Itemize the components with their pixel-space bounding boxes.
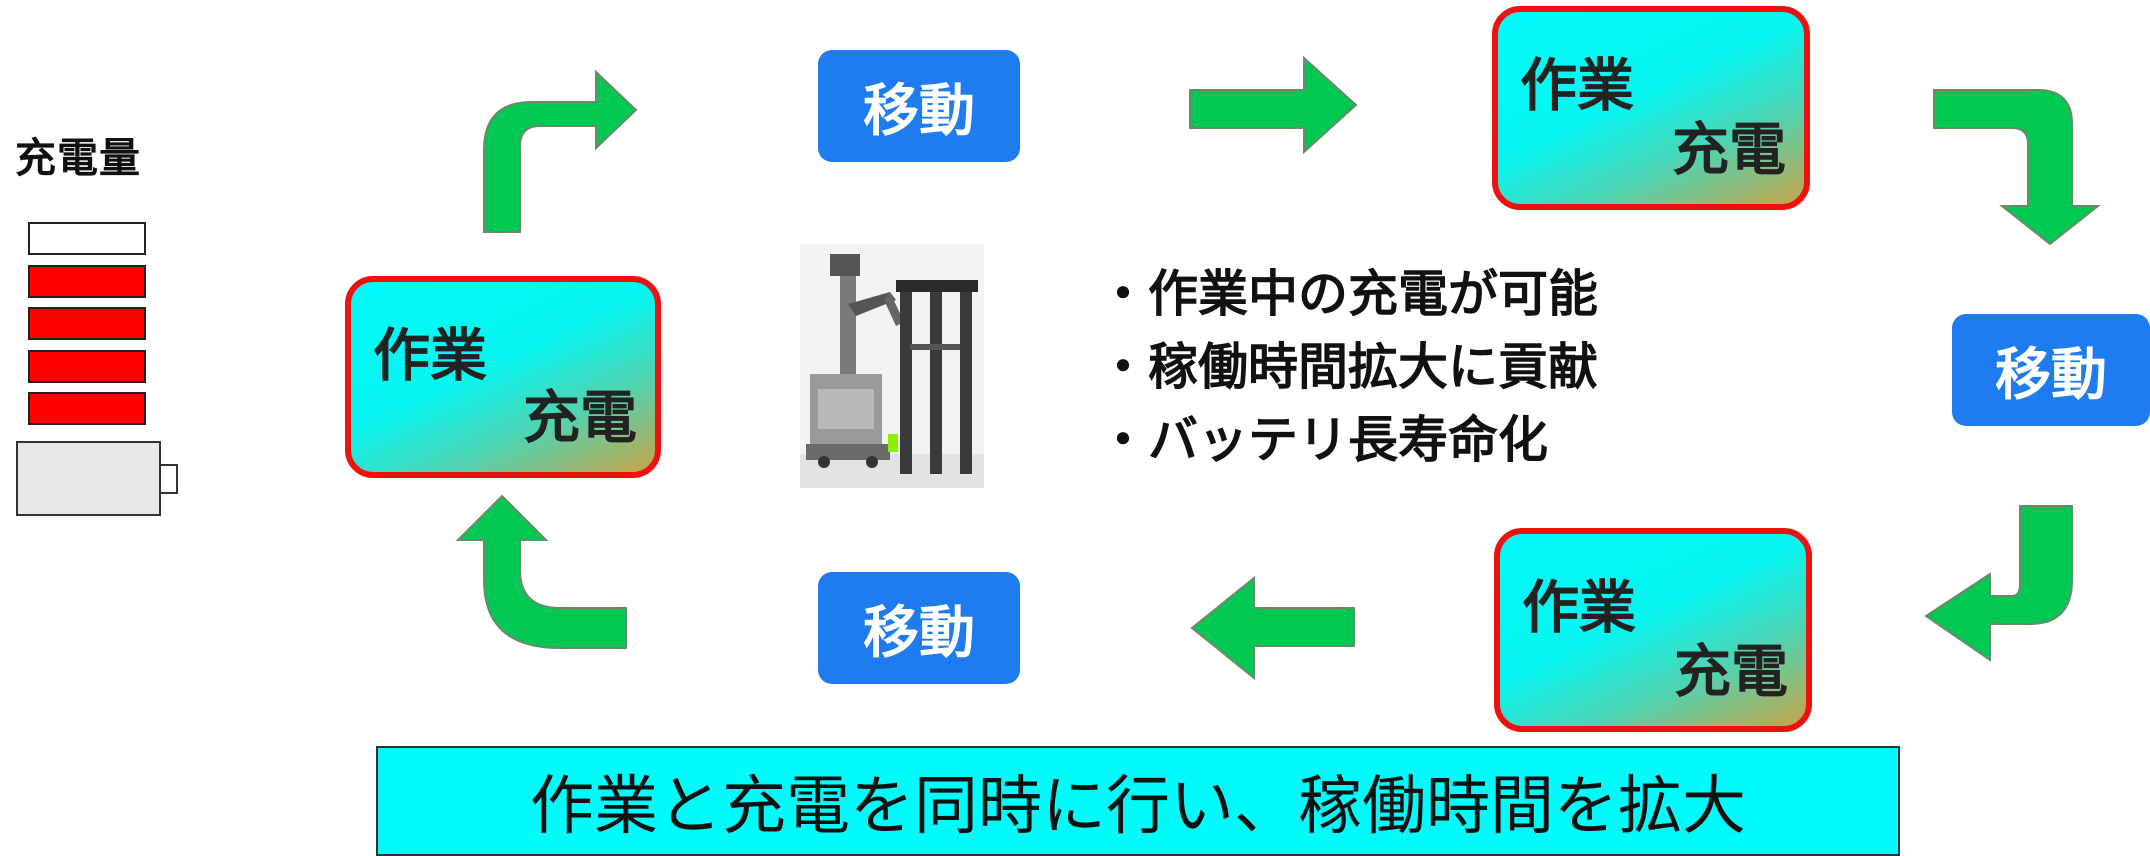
move-box-bottom: 移動 (818, 572, 1020, 684)
move-box-right: 移動 (1952, 314, 2150, 426)
summary-banner: 作業と充電を同時に行い、稼働時間を拡大 (376, 746, 1900, 856)
arrow-up-right-icon (483, 69, 638, 233)
charge-label: 充電 (1672, 117, 1786, 183)
robot-image (800, 244, 984, 488)
battery-cell-charged (28, 265, 146, 298)
move-label: 移動 (863, 78, 975, 144)
move-label: 移動 (863, 600, 975, 666)
battery-terminal (159, 464, 178, 494)
battery-cell-empty (28, 222, 146, 255)
feature-item: ・バッテリ長寿命化 (1098, 411, 1548, 469)
move-label: 移動 (1995, 342, 2107, 408)
work-charge-box-left: 作業 充電 (345, 276, 661, 478)
arrow-left-icon (1190, 575, 1355, 681)
charge-label: 充電 (523, 385, 637, 451)
feature-item: ・作業中の充電が可能 (1098, 265, 1598, 323)
move-box-top: 移動 (818, 50, 1020, 162)
summary-banner-text: 作業と充電を同時に行い、稼働時間を拡大 (530, 770, 1746, 844)
feature-list: ・作業中の充電が可能 ・稼働時間拡大に貢献 ・バッテリ長寿命化 (1098, 258, 1598, 477)
battery-cell-charged (28, 392, 146, 425)
battery-cell-charged (28, 307, 146, 340)
battery-cell-charged (28, 350, 146, 383)
work-charge-box-top-right: 作業 充電 (1492, 6, 1810, 210)
arrow-left-up-icon (455, 494, 627, 649)
arrow-right-icon (1189, 55, 1358, 155)
work-label: 作業 (373, 323, 487, 389)
feature-item: ・稼働時間拡大に貢献 (1098, 338, 1598, 396)
work-label: 作業 (1520, 53, 1634, 119)
work-charge-box-bottom-right: 作業 充電 (1494, 528, 1812, 732)
arrow-down-left-icon (1924, 505, 2073, 662)
charge-label: 充電 (1674, 639, 1788, 705)
battery-body (16, 441, 161, 516)
work-label: 作業 (1522, 575, 1636, 641)
charge-level-label: 充電量 (15, 134, 141, 182)
arrow-right-down-icon (1933, 89, 2101, 246)
